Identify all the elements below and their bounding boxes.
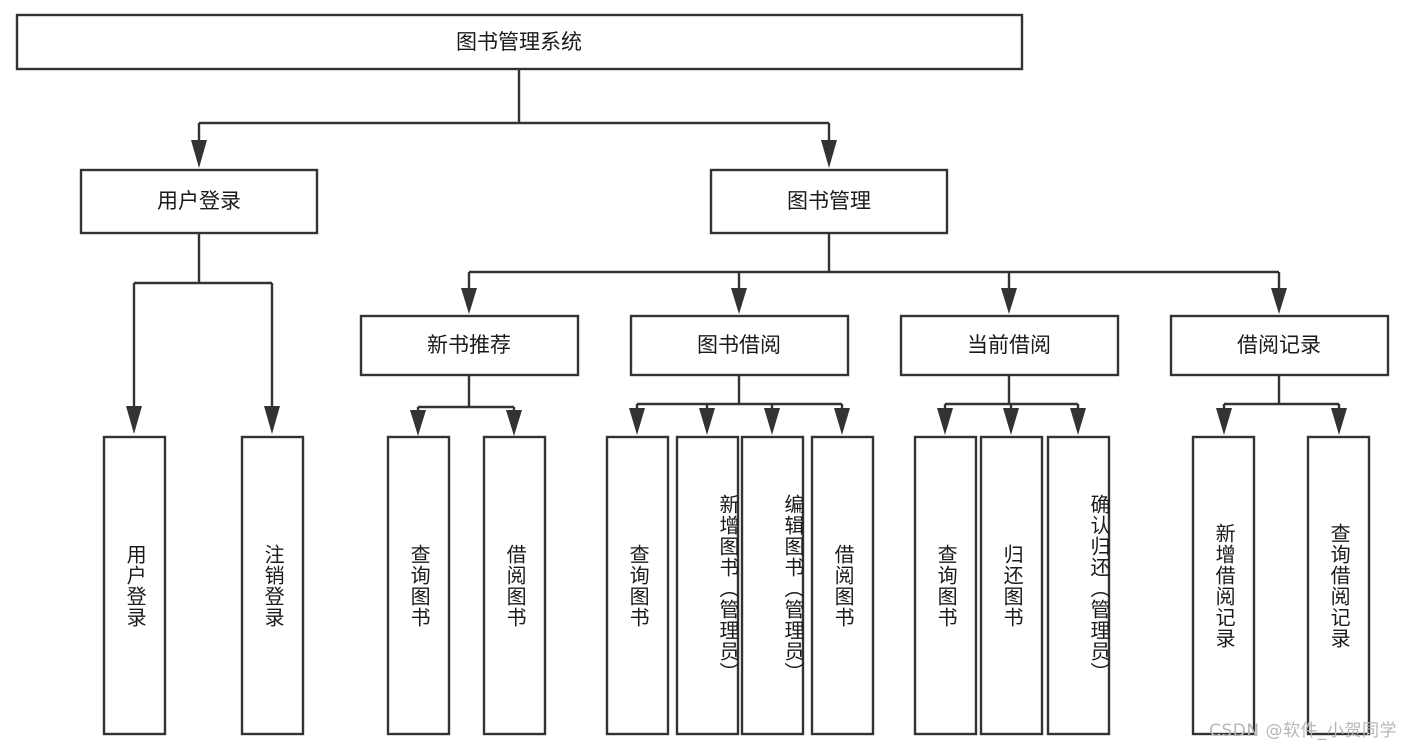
arrow-head-leaf-query-record [1331, 408, 1347, 435]
arrow-head-leaf-edit-book [764, 408, 780, 435]
node-leaf-edit-book[interactable] [740, 435, 805, 736]
node-book-borrow-label: 图书借阅 [697, 333, 781, 357]
node-user-login[interactable] [79, 168, 319, 235]
node-book-manage[interactable] [709, 168, 949, 235]
connector-layer [126, 69, 1347, 436]
node-root-label: 图书管理系统 [456, 30, 582, 54]
arrow-head-leaf-add-book [699, 408, 715, 435]
node-new-book-recommend[interactable] [359, 314, 580, 377]
arrow-head-leaf-borrow-book-2 [834, 408, 850, 435]
arrow-head-book-manage [821, 140, 837, 168]
node-leaf-borrow-book-2[interactable] [810, 435, 875, 736]
node-leaf-query-book-1[interactable] [386, 435, 451, 736]
arrow-head-borrow-record [1271, 288, 1287, 314]
node-borrow-record-label: 借阅记录 [1237, 333, 1321, 357]
node-layer: 图书管理系统 用户登录 图书管理 新书推荐 图书借阅 当前借阅 借阅记录 [15, 13, 1390, 736]
node-book-borrow[interactable] [629, 314, 850, 377]
arrow-head-leaf-confirm-return [1070, 408, 1086, 435]
node-leaf-logout-login[interactable] [240, 435, 305, 736]
arrow-head-leaf-logout-login [264, 406, 280, 434]
arrow-head-leaf-add-record [1216, 408, 1232, 435]
node-leaf-add-record[interactable] [1191, 435, 1256, 736]
node-root[interactable] [15, 13, 1024, 71]
node-leaf-add-book[interactable] [675, 435, 740, 736]
node-leaf-return-book[interactable] [979, 435, 1044, 736]
node-leaf-query-record[interactable] [1306, 435, 1371, 736]
node-leaf-query-book-2[interactable] [605, 435, 670, 736]
node-borrow-record[interactable] [1169, 314, 1390, 377]
node-current-borrow-label: 当前借阅 [967, 333, 1051, 357]
arrow-head-user-login [191, 140, 207, 168]
arrow-head-leaf-query-book-3 [937, 408, 953, 435]
arrow-head-leaf-borrow-book-1 [506, 410, 522, 436]
arrow-head-book-borrow [731, 288, 747, 314]
node-leaf-borrow-book-1[interactable] [482, 435, 547, 736]
node-user-login-label: 用户登录 [157, 189, 241, 213]
arrow-head-leaf-query-book-2 [629, 408, 645, 435]
watermark-text: CSDN @软件_小贺同学 [1209, 721, 1397, 741]
node-leaf-query-book-3[interactable] [913, 435, 978, 736]
arrow-head-leaf-query-book-1 [410, 410, 426, 436]
node-new-book-recommend-label: 新书推荐 [427, 333, 511, 357]
arrow-head-leaf-user-login [126, 406, 142, 434]
arrow-head-new-book-recommend [461, 288, 477, 314]
node-current-borrow[interactable] [899, 314, 1120, 377]
arrow-head-leaf-return-book [1003, 408, 1019, 435]
node-leaf-user-login[interactable] [102, 435, 167, 736]
node-book-manage-label: 图书管理 [787, 189, 871, 213]
node-leaf-confirm-return[interactable] [1046, 435, 1111, 736]
arrow-head-current-borrow [1001, 288, 1017, 314]
